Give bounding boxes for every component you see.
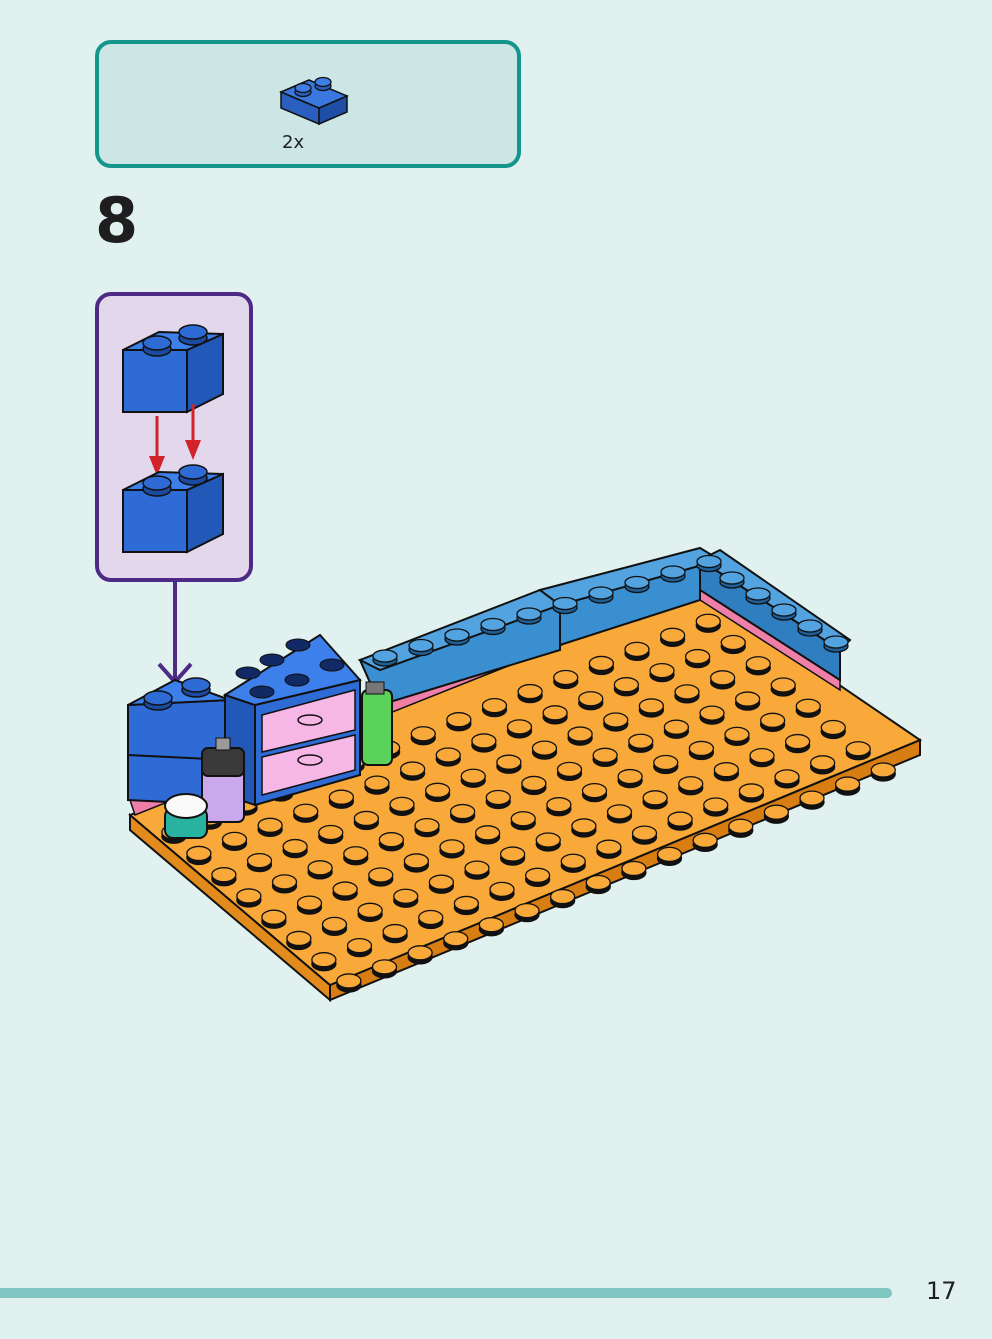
dresser <box>222 633 362 807</box>
model-illustration <box>127 546 923 1003</box>
placement-arrows-icon <box>149 404 201 476</box>
sub-assembly-callout <box>95 292 253 582</box>
step-number: 8 <box>95 184 139 257</box>
purple-bottle-icon <box>201 737 245 823</box>
green-bottle-icon <box>361 681 393 766</box>
footer-progress-bar <box>0 1288 892 1298</box>
page-number: 17 <box>926 1277 957 1305</box>
parts-list-panel: 2x <box>95 40 521 168</box>
white-jar-icon <box>164 793 208 839</box>
blue-brick-2x1-icon <box>279 76 349 126</box>
bottom-brick-icon <box>122 464 224 554</box>
stack-brick-diagram <box>122 324 224 554</box>
wall-studs <box>372 554 849 667</box>
top-brick-icon <box>122 324 224 414</box>
part-quantity: 2x <box>282 132 305 153</box>
